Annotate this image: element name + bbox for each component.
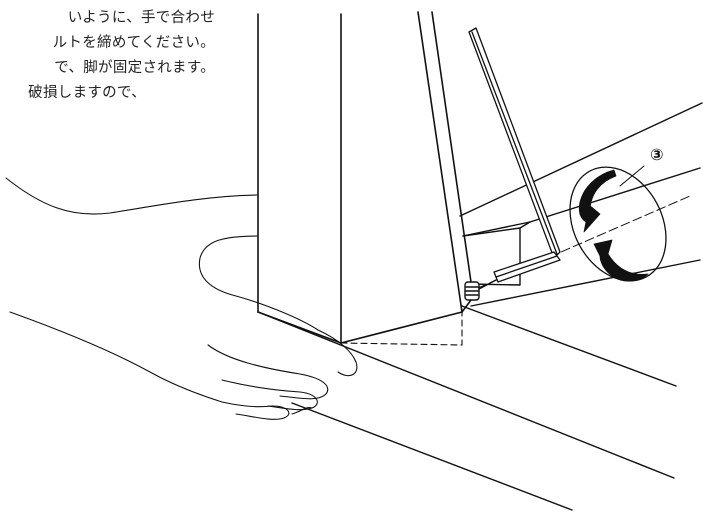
- floor-lines: [257, 305, 677, 511]
- palm-upper-line: [198, 235, 358, 377]
- forearm-upper-line: [5, 177, 259, 215]
- rotation-arrow-upper: [578, 169, 617, 233]
- hex-wrench-ridge: [471, 31, 558, 255]
- floor-line-front: [291, 402, 573, 511]
- rotation-arrow-lower: [593, 239, 649, 282]
- instruction-line-1: いように、手で合わせ: [67, 10, 215, 26]
- panel-rear-back-edge: [431, 11, 472, 283]
- finger-1: [207, 344, 329, 400]
- instruction-line-3: で、脚が固定されます。: [54, 60, 215, 76]
- finger-4-nail: [291, 407, 313, 415]
- panel-bottom-edge: [257, 311, 463, 344]
- step-leader-line: [619, 165, 645, 187]
- hex-wrench: [468, 27, 561, 283]
- frame-floor-edge: [470, 259, 701, 307]
- instruction-line-4: 破損しますので、: [28, 85, 146, 101]
- frame-block-side: [519, 221, 531, 229]
- floor-line-middle: [257, 311, 675, 479]
- bolt-shaft: [478, 279, 497, 290]
- hex-wrench-short-ridge: [495, 255, 558, 278]
- frame-block: [462, 227, 521, 286]
- frame-top-edge: [459, 102, 703, 217]
- frame-rail: [529, 167, 701, 223]
- side-panel: [257, 11, 472, 344]
- hidden-outline: [340, 311, 463, 346]
- panel-rear-front-edge: [417, 11, 463, 313]
- instruction-text: いように、手で合わせ ルトを締めてください。 で、脚が固定されます。 破損します…: [0, 6, 215, 106]
- frame-block-top: [462, 221, 531, 237]
- rotation-ellipse: [569, 166, 667, 282]
- finger-3: [221, 401, 290, 420]
- finger-2: [221, 379, 318, 411]
- bolt: [464, 279, 497, 301]
- instruction-line-2: ルトを締めてください。: [52, 35, 215, 51]
- forearm-lower-line: [9, 311, 223, 403]
- base-frame: [459, 102, 703, 307]
- panel-rear-bottom: [461, 299, 472, 313]
- step-number-label: ③: [650, 145, 664, 164]
- hand-illustration: [5, 177, 358, 420]
- floor-line-back: [461, 305, 677, 387]
